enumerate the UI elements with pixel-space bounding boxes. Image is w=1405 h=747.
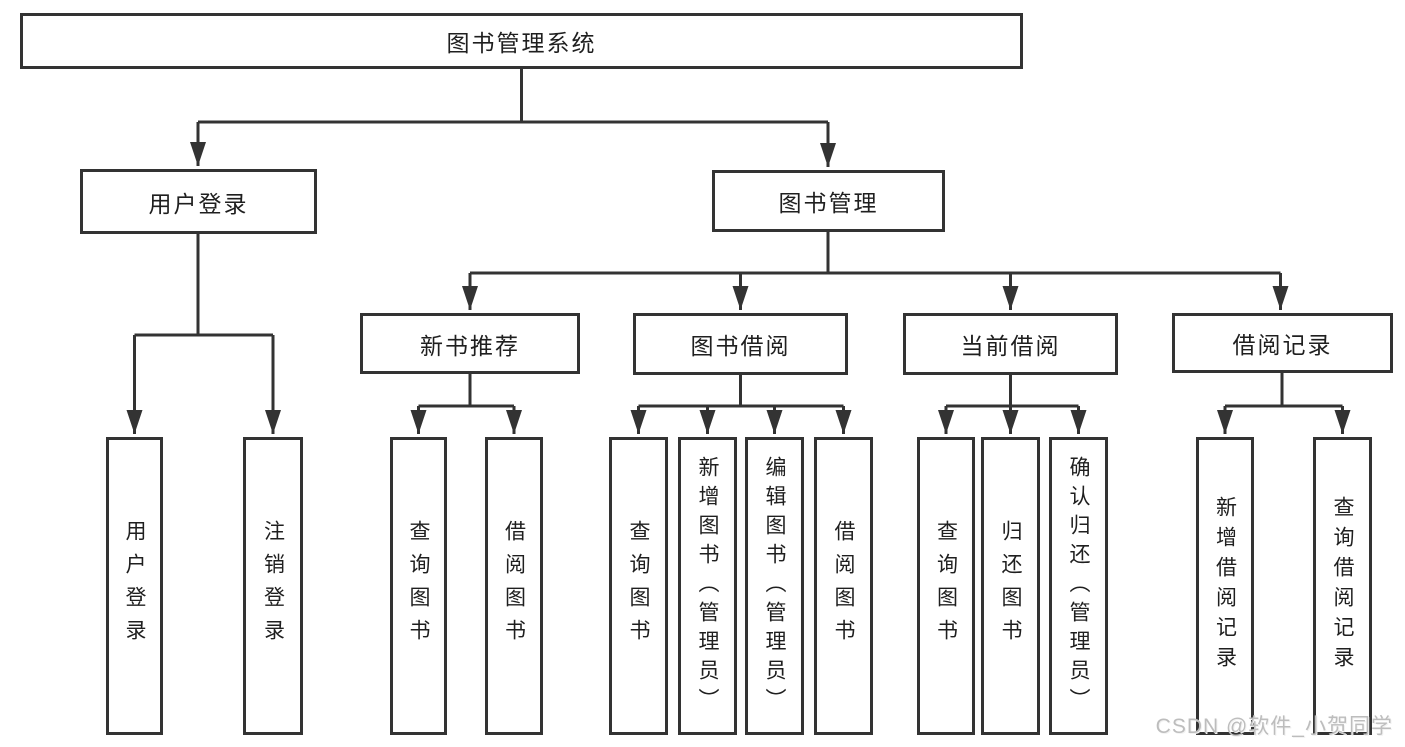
leaf-add-borrow-record: 新增借阅记录 (1196, 437, 1254, 735)
node-current-borrow: 当前借阅 (903, 313, 1118, 375)
spine-new-book (418, 374, 514, 408)
leaf-label: 归还图书 (999, 520, 1022, 652)
spine-book-mgmt (470, 232, 1281, 275)
leaf-query-borrow-record: 查询借阅记录 (1313, 437, 1372, 735)
node-label: 图书管理系统 (446, 30, 597, 56)
leaf-return-book: 归还图书 (981, 437, 1040, 735)
leaf-label: 新增借阅记录 (1213, 496, 1237, 676)
leaf-label: 编辑图书（管理员） (763, 455, 786, 717)
leaf-logout: 注销登录 (243, 437, 303, 735)
node-label: 新书推荐 (420, 332, 520, 359)
leaf-add-book-admin: 新增图书（管理员） (678, 437, 737, 735)
leaf-label: 新增图书（管理员） (696, 455, 719, 717)
node-borrow-record: 借阅记录 (1172, 313, 1393, 373)
leaf-label: 查询借阅记录 (1331, 496, 1354, 676)
node-user-login: 用户登录 (80, 169, 317, 234)
node-label: 用户登录 (148, 190, 249, 217)
leaf-query-book: 查询图书 (917, 437, 975, 735)
leaf-query-book: 查询图书 (390, 437, 447, 735)
node-book-borrow: 图书借阅 (633, 313, 848, 375)
node-label: 图书管理 (778, 190, 879, 216)
spine-current-borrow (946, 375, 1079, 408)
leaf-user-login: 用户登录 (106, 437, 163, 735)
spine-borrow-record (1225, 373, 1343, 408)
leaf-borrow-book: 借阅图书 (814, 437, 873, 735)
leaf-label: 查询图书 (934, 520, 958, 652)
spine-book-borrow (638, 375, 844, 408)
node-label: 当前借阅 (960, 333, 1061, 359)
leaf-edit-book-admin: 编辑图书（管理员） (745, 437, 804, 735)
node-label: 图书借阅 (690, 333, 791, 359)
spine-root (198, 69, 828, 124)
leaf-label: 注销登录 (261, 520, 285, 652)
spine-user-login (134, 234, 273, 337)
node-book-management: 图书管理 (712, 170, 945, 232)
leaf-label: 确认归还（管理员） (1067, 455, 1090, 717)
node-new-book-recommend: 新书推荐 (360, 313, 580, 374)
leaf-query-book: 查询图书 (609, 437, 668, 735)
leaf-label: 借阅图书 (832, 520, 855, 652)
leaf-label: 借阅图书 (502, 520, 526, 652)
leaf-label: 用户登录 (123, 520, 146, 652)
leaf-borrow-book: 借阅图书 (485, 437, 543, 735)
leaf-confirm-return-admin: 确认归还（管理员） (1049, 437, 1108, 735)
csdn-watermark: CSDN @软件_小贺同学 (1155, 715, 1393, 738)
leaf-label: 查询图书 (407, 520, 430, 652)
node-label: 借阅记录 (1232, 332, 1333, 358)
leaf-label: 查询图书 (627, 520, 650, 652)
node-library-system: 图书管理系统 (20, 13, 1023, 69)
